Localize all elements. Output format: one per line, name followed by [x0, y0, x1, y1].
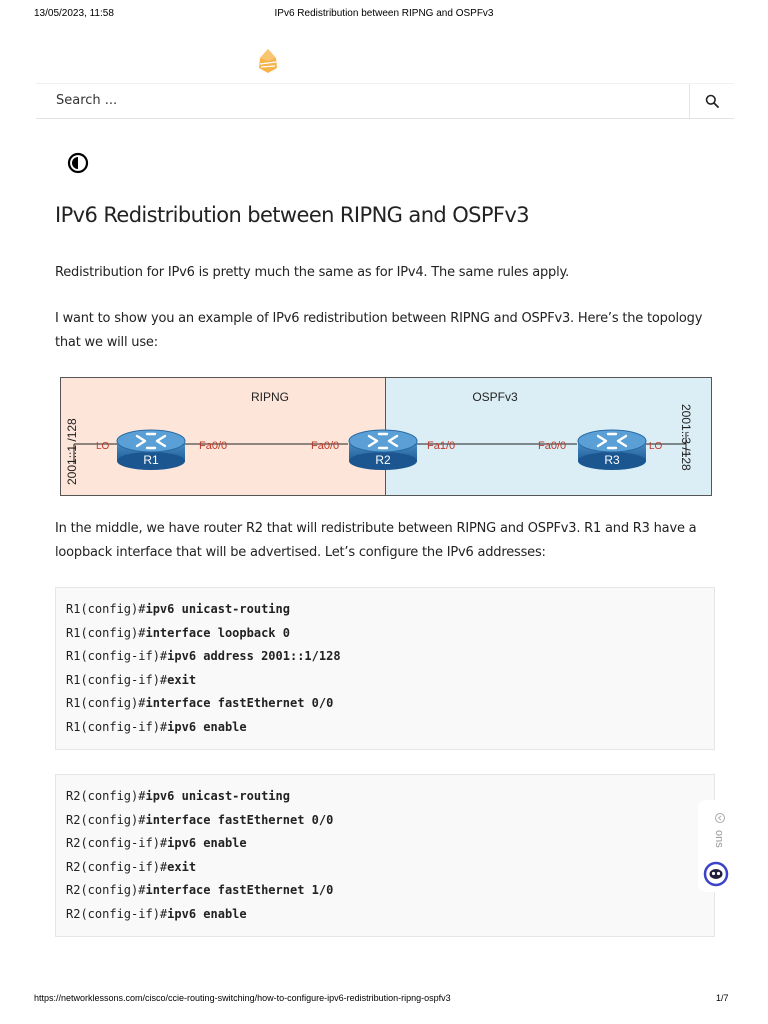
r3-fa00-label: Fa0/0	[538, 440, 566, 452]
code-block-r2: R2(config)#ipv6 unicast-routing R2(confi…	[55, 774, 715, 937]
print-title: IPv6 Redistribution between RIPNG and OS…	[274, 8, 494, 19]
topology-intro-paragraph: I want to show you an example of IPv6 re…	[55, 311, 703, 350]
r1-fa00-label: Fa0/0	[199, 440, 227, 452]
router-r2-icon: R2	[348, 429, 418, 470]
r3-loopback-address: 2001::3 /128	[679, 404, 693, 471]
r2-fa00-label: Fa0/0	[311, 440, 339, 452]
print-header: 13/05/2023, 11:58 IPv6 Redistribution be…	[0, 0, 768, 24]
article-title: IPv6 Redistribution between RIPNG and OS…	[55, 203, 530, 227]
code-line: R1(config)#interface loopback 0	[66, 625, 290, 640]
router-r1-icon: R1	[116, 429, 186, 470]
router-r3-label: R3	[604, 453, 620, 467]
code-line: R2(config)#interface fastEthernet 0/0	[66, 812, 334, 827]
code-line: R2(config)#ipv6 unicast-routing	[66, 789, 290, 803]
ospfv3-label: OSPFv3	[472, 390, 518, 404]
code-line: R1(config)#interface fastEthernet 0/0	[66, 696, 334, 711]
code-line: R1(config-if)#exit	[66, 672, 197, 687]
ripng-label: RIPNG	[251, 390, 289, 404]
search-icon	[705, 94, 719, 108]
search-divider	[689, 84, 690, 118]
page-number: 1/7	[716, 993, 729, 1003]
code-line: R1(config-if)#ipv6 enable	[66, 719, 247, 734]
code-block-r1: R1(config)#ipv6 unicast-routing R1(confi…	[55, 587, 715, 750]
ospfv3-zone	[385, 377, 712, 496]
router-r2-label: R2	[375, 453, 391, 467]
networklessons-logo[interactable]	[256, 48, 280, 74]
r2-fa10-label: Fa1/0	[427, 440, 455, 452]
widget-label: ons	[713, 830, 725, 848]
print-datetime: 13/05/2023, 11:58	[34, 8, 114, 19]
code-line: R2(config-if)#exit	[66, 859, 197, 874]
router-r1-label: R1	[143, 453, 159, 467]
search-bar: Search ...	[36, 83, 734, 119]
code-line: R2(config-if)#ipv6 enable	[66, 836, 247, 851]
intro-paragraph: Redistribution for IPv6 is pretty much t…	[55, 265, 570, 280]
contrast-toggle-icon[interactable]	[67, 152, 89, 174]
ripng-zone	[60, 377, 386, 496]
r3-lo-label: LO	[649, 441, 663, 452]
search-button[interactable]	[690, 84, 734, 118]
chat-widget-tab[interactable]: ons	[698, 800, 734, 892]
code-line: R2(config-if)#ipv6 enable	[66, 906, 247, 921]
r1-lo-label: LO	[96, 441, 110, 452]
code-line: R1(config-if)#ipv6 address 2001::1/128	[66, 649, 341, 664]
search-input[interactable]: Search ...	[56, 93, 118, 108]
print-url: https://networklessons.com/cisco/ccie-ro…	[34, 993, 451, 1003]
code-line: R2(config)#interface fastEthernet 1/0	[66, 883, 334, 898]
code-line: R1(config)#ipv6 unicast-routing	[66, 602, 290, 616]
router-r3-icon: R3	[577, 429, 647, 470]
r1-loopback-address: 2001::1 /128	[65, 418, 79, 485]
explanation-paragraph: In the middle, we have router R2 that wi…	[55, 521, 697, 560]
topology-diagram: RIPNG OSPFv3 2001::1 /128 2001::3 /128 L…	[60, 377, 712, 496]
